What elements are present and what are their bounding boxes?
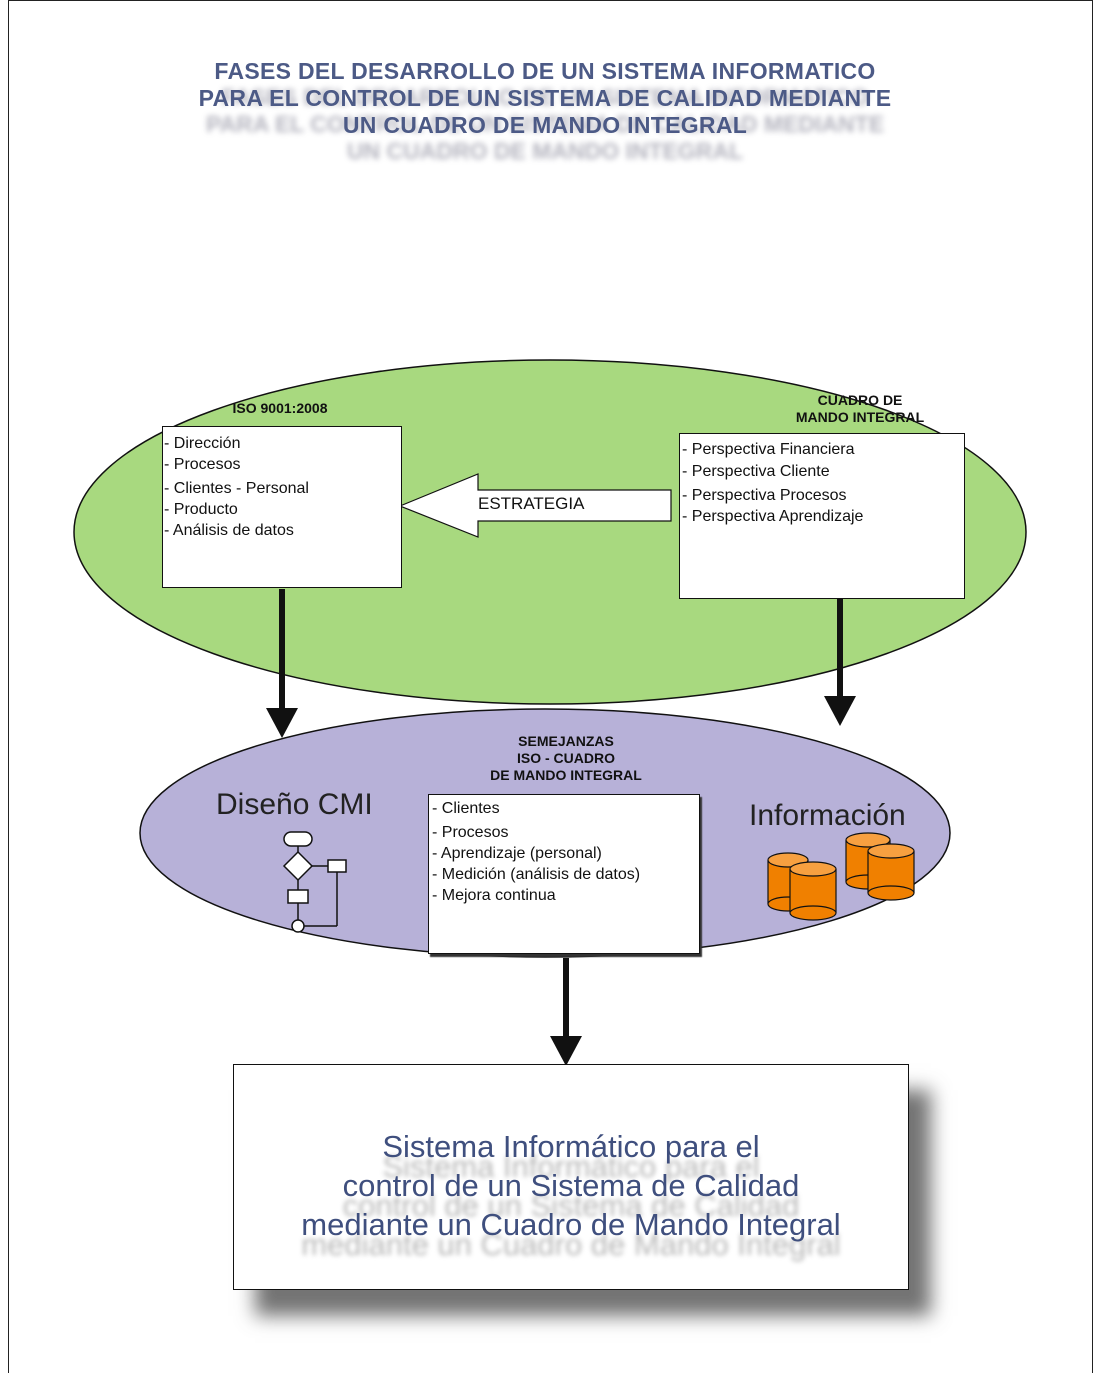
arrow-down-left-icon [266,589,298,738]
result-box: Sistema Informático para el control de u… [233,1064,909,1290]
iso-item: - Dirección [164,435,241,452]
iso-box: - Dirección - Procesos - Clientes - Pers… [162,426,402,588]
cmi-heading: CUADRO DE MANDO INTEGRAL [795,392,925,425]
page-frame [8,0,1093,1373]
result-line-3: mediante un Cuadro de Mando Integral [301,1207,841,1242]
strategy-label: ESTRATEGIA [478,494,585,513]
title-line-1: FASES DEL DESARROLLO DE UN SISTEMA INFOR… [214,58,876,84]
result-text-shadow: Sistema Informático para el control de u… [301,1149,841,1262]
arrow-down-bottom-icon [550,958,582,1066]
semejanzas-heading: SEMEJANZAS ISO - CUADRO DE MANDO INTEGRA… [490,733,642,783]
title-line-3: UN CUADRO DE MANDO INTEGRAL [342,112,748,138]
cmi-item: - Perspectiva Procesos [682,487,847,504]
title-line-2: PARA EL CONTROL DE UN SISTEMA DE CALIDAD… [198,85,892,111]
cmi-box: - Perspectiva Financiera - Perspectiva C… [679,433,965,599]
diseno-cmi-label: Diseño CMI [216,788,373,821]
database-icon [767,832,915,921]
cmi-item: - Perspectiva Cliente [682,463,830,480]
iso-item: - Producto [164,501,238,518]
result-line-1: Sistema Informático para el [382,1129,760,1164]
semejanzas-box: - Clientes - Procesos - Aprendizaje (per… [428,794,700,954]
semejanzas-item: - Mejora continua [432,887,556,904]
semejanzas-item: - Medición (análisis de datos) [432,866,641,883]
semejanzas-item: - Clientes [432,800,500,817]
semejanzas-item: - Procesos [432,824,509,841]
iso-item: - Clientes - Personal [164,480,309,497]
result-text: Sistema Informático para el control de u… [234,1127,908,1244]
iso-item: - Procesos [164,456,241,473]
informacion-label: Información [749,799,906,832]
strategy-arrow-icon [398,473,672,538]
title-text: FASES DEL DESARROLLO DE UN SISTEMA INFOR… [100,58,990,139]
diagram-title: FASES DEL DESARROLLO DE UN SISTEMA INFOR… [100,58,990,164]
result-line-2: control de un Sistema de Calidad [342,1168,800,1203]
flowchart-icon [282,831,347,933]
semejanzas-item: - Aprendizaje (personal) [432,845,602,862]
arrow-down-right-icon [824,598,856,726]
title-shadow: FASES DEL DESARROLLO DE UN SISTEMA INFOR… [205,84,885,164]
cmi-item: - Perspectiva Aprendizaje [682,508,864,525]
cmi-item: - Perspectiva Financiera [682,441,855,458]
iso-item: - Análisis de datos [164,522,294,539]
iso-heading: ISO 9001:2008 [232,400,328,416]
